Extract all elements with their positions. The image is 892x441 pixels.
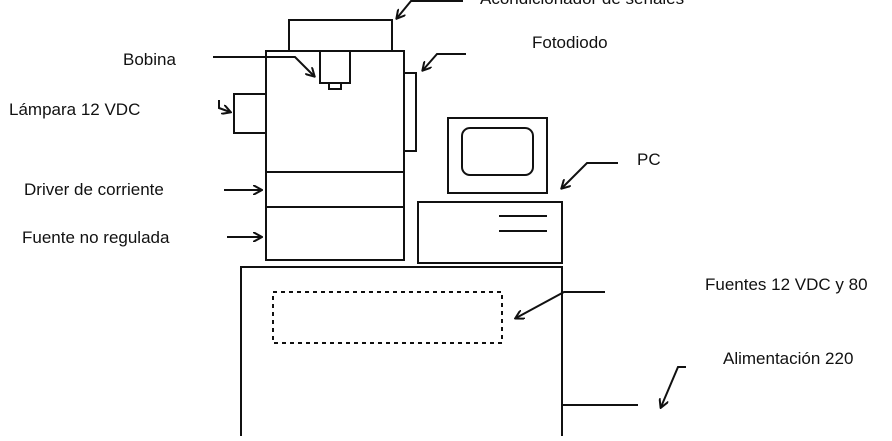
pc-monitor-frame xyxy=(447,117,548,194)
label-lampara: Lámpara 12 VDC xyxy=(9,100,141,119)
lamp-box xyxy=(233,93,267,134)
arrow-pc xyxy=(562,162,618,188)
label-fuente-no-regulada: Fuente no regulada xyxy=(22,228,170,247)
label-acondicionador: Acondicionador de señales xyxy=(480,0,684,9)
unregulated-source-box xyxy=(265,206,405,261)
label-fotodiodo: Fotodiodo xyxy=(532,33,608,52)
arrow-bobina xyxy=(213,56,314,76)
main-housing-upper xyxy=(265,50,405,173)
power-cabinet xyxy=(240,266,563,436)
arrow-fuentes-12vdc xyxy=(516,291,605,318)
coil-body xyxy=(319,50,351,84)
photodiode-box xyxy=(403,72,417,152)
pc-case xyxy=(417,201,563,264)
arrow-fotodiodo xyxy=(423,53,466,70)
arrow-acondicionador xyxy=(397,0,463,18)
pc-monitor-screen xyxy=(461,127,534,176)
label-pc: PC xyxy=(637,150,661,169)
label-driver: Driver de corriente xyxy=(24,180,164,199)
signal-conditioner-box xyxy=(288,19,393,52)
label-bobina: Bobina xyxy=(123,50,176,69)
current-driver-box xyxy=(265,171,405,208)
arrow-lampara xyxy=(218,100,230,112)
internal-sources-dashed-box xyxy=(272,291,503,344)
label-alimentacion: Alimentación 220 xyxy=(723,349,854,368)
arrow-alimentacion xyxy=(661,366,686,407)
coil-tip xyxy=(328,82,342,90)
label-fuentes-12vdc: Fuentes 12 VDC y 80 xyxy=(705,275,868,294)
